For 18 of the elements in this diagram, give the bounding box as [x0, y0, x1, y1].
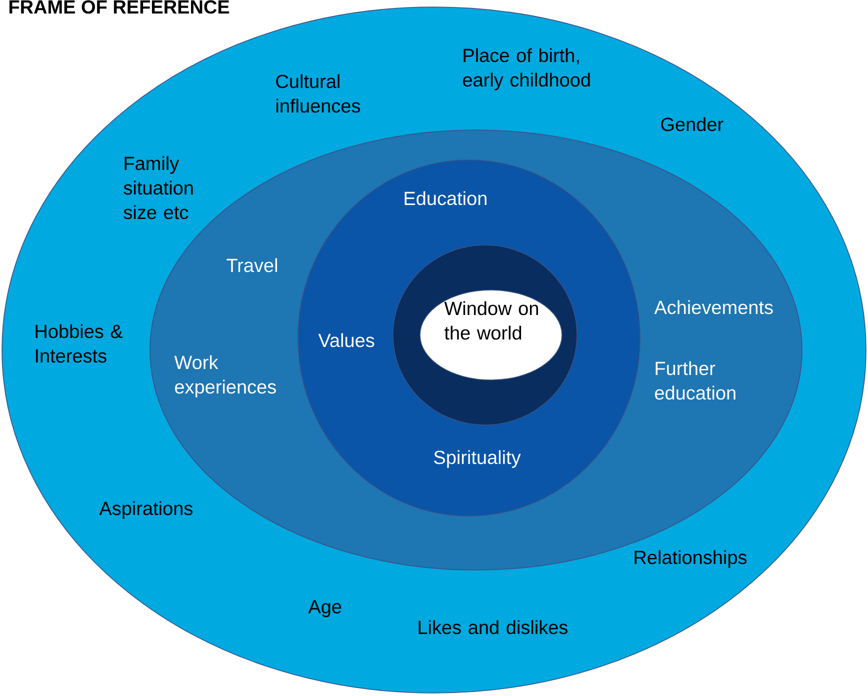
- factor-label: Cultural influences: [276, 74, 360, 113]
- factor-label: Family situation size etc: [124, 156, 193, 220]
- factor-label: Achievements: [654, 300, 773, 314]
- factor-label: Aspirations: [99, 501, 192, 519]
- factor-label: Further education: [655, 361, 736, 400]
- factor-label: Work experiences: [174, 355, 276, 398]
- factor-label: Place of birth, early childhood: [463, 48, 590, 90]
- factor-label: Education: [404, 191, 486, 206]
- factor-label: Likes and dislikes: [418, 620, 568, 634]
- factor-label: Window on the world: [444, 301, 538, 340]
- title: FRAME OF REFERENCE: [9, 0, 230, 14]
- factor-label: Travel: [226, 258, 278, 272]
- factor-label: Gender: [661, 117, 724, 132]
- factor-label: Age: [308, 600, 342, 618]
- factor-label: Values: [318, 333, 374, 348]
- factor-label: Hobbies & Interests: [36, 324, 123, 363]
- factor-label: Spirituality: [434, 450, 521, 468]
- factor-label: Relationships: [634, 550, 747, 568]
